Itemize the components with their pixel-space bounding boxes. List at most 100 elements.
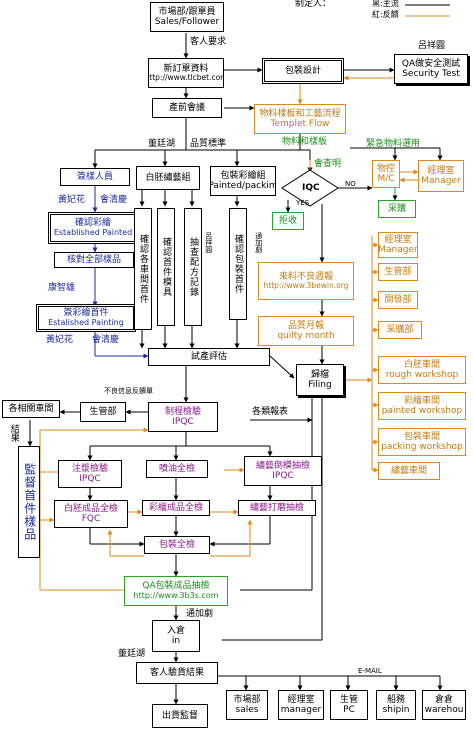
- package-paint-line-1: 包裝彩繪組: [220, 170, 266, 181]
- customer-result-label: 客人驗貨結果: [149, 667, 204, 678]
- embroidery-workshop-label: 繡藝車間: [390, 465, 427, 476]
- shipment-supervision-box: 出貨監督: [152, 704, 208, 728]
- paint-full-inspection-label: 彩繪成品全檢: [148, 502, 203, 513]
- white-blank-group-box: 白胚繡藝組: [136, 166, 200, 190]
- sign-paint-first-box: 簽彩繪首件 Estalished Painting: [36, 304, 136, 332]
- sales-line-2: Sales/Follower: [154, 17, 220, 27]
- package-full-inspection-label: 包裝全檢: [158, 539, 195, 550]
- bad-material-weekly-box: 來料不良週報 http://www.3bewin.org: [258, 262, 354, 300]
- reject-box: 拒收: [272, 212, 304, 230]
- quality-month-box: 品質月報 quilty month: [258, 316, 354, 346]
- package-paint-group-box: 包裝彩繪組 Painted/packim: [210, 166, 276, 196]
- quality-standard-label: 品質標準: [190, 139, 227, 149]
- manager-top-line-1: 經理室: [427, 165, 455, 176]
- dept-manager-box: 經理室 Manager: [378, 232, 418, 258]
- qa-package-sample-box: QA包裝成品抽檢 http://www.3b3s.com: [124, 576, 228, 606]
- dest-warehouse-box: 倉倉 warehou: [422, 690, 466, 720]
- warehouse-in-line-2: in: [171, 636, 181, 646]
- bad-material-line-1: 來料不良週報: [278, 271, 333, 282]
- notify-side-label: 通加劇: [254, 232, 263, 253]
- each-related-workshop-label: 各相關車間: [8, 403, 54, 414]
- shipment-supervision-label: 出貨監督: [161, 710, 198, 721]
- dept-purchase-label: 采購部: [386, 324, 414, 335]
- dest-shipping-line-2: shipin: [382, 705, 410, 715]
- qa-package-line-2: http://www.3b3s.com: [133, 590, 219, 600]
- check-pass-label: 會查明: [314, 159, 342, 169]
- template-flow-box: 物料樣板和工藝流程 Templet Flow: [254, 104, 346, 134]
- process-inspection-line-1: 制程檢驗: [164, 406, 201, 417]
- purchase-top-box: 采購: [378, 200, 416, 218]
- embroidery-polish-inspection-box: 繡藝打磨抽檢: [238, 500, 316, 516]
- injection-inspection-line-1: 注漿檢驗: [71, 463, 108, 474]
- dest-sales-box: 市場部 sales: [226, 690, 268, 720]
- confirm-paint-box: 確認彩繪 Established Painted: [48, 212, 138, 244]
- purchase-top-label: 采購: [387, 203, 406, 214]
- confirm-each-label: 確認各車間首件: [138, 234, 149, 304]
- iqc-no-label: NO: [345, 180, 356, 188]
- pre-meeting-label: 產前會議: [168, 102, 205, 113]
- dest-sales-line-1: 市場部: [233, 694, 261, 705]
- dest-warehouse-line-2: warehou: [424, 705, 464, 715]
- sign-paint-line-1: 簽彩繪首件: [63, 308, 109, 319]
- confirm-package-first-box: 確認包裝首件: [229, 208, 247, 320]
- new-order-line-1: 新訂單資料: [163, 63, 209, 74]
- monitor-first-sample-label: 監督首件樣品: [22, 463, 37, 541]
- quality-month-line-1: 品質月報: [287, 320, 324, 331]
- vertical-lu-xiang-yuan-label: 呂祥圓: [204, 232, 213, 253]
- dest-warehouse-line-1: 倉倉: [434, 694, 453, 705]
- embroidery-sample-inspection-box: 繡藝倒模抽檢 IPQC: [244, 456, 322, 486]
- each-report-label: 各類報表: [252, 407, 289, 417]
- bad-material-line-2: http://www.3bewin.org: [263, 280, 349, 290]
- dept-production-box: 生管部: [378, 263, 418, 281]
- rough-workshop-line-1: 白胚車間: [403, 359, 440, 370]
- dept-manager-line-1: 經理室: [384, 234, 412, 245]
- qa-test-line-2: Security Test: [402, 69, 460, 79]
- manager-top-box: 經理室 Manager: [418, 160, 464, 192]
- legend-red-feedback: 紅:反饋: [372, 10, 399, 19]
- notify-bottom-label: 通加劇: [186, 609, 214, 619]
- monitor-first-sample-box: 監督首件樣品: [18, 446, 40, 558]
- packing-workshop-line-1: 包裝車間: [403, 431, 440, 442]
- huang-fei-hua-2-label: 黃妃花: [46, 335, 74, 345]
- process-inspection-box: 制程檢驗 IPQC: [148, 402, 218, 432]
- filing-box: 歸檔 Filing: [296, 364, 344, 396]
- dept-painted-workshop-box: 彩繪車間 painted workshop: [378, 392, 466, 420]
- package-design-box: 包裝設計: [262, 58, 344, 84]
- dest-pc-box: 生管 PC: [330, 690, 368, 720]
- packing-workshop-line-2: packing workshop: [381, 442, 463, 452]
- dest-shipping-box: 船務 shipin: [376, 690, 416, 720]
- embroidery-polish-label: 繡藝打磨抽檢: [249, 502, 304, 513]
- customer-requirement-label: 客人要求: [190, 37, 227, 47]
- spray-full-inspection-box: 噴油全檢: [146, 460, 208, 478]
- confirm-first-mold-box: 確認首件模具: [157, 208, 175, 326]
- each-related-workshop-box: 各相關車間: [2, 400, 60, 418]
- dest-manager-line-1: 經理室: [287, 694, 315, 705]
- embroidery-inspection-line-2: IPQC: [272, 471, 294, 481]
- painted-workshop-line-2: painted workshop: [381, 406, 463, 416]
- hui-qing-qing-2-label: 會清慶: [92, 335, 120, 345]
- dept-manager-line-2: Manager: [378, 245, 418, 255]
- check-all-samples-label: 核對全部樣品: [66, 254, 121, 265]
- dest-sales-line-2: sales: [235, 705, 259, 715]
- dong-ting-hu-2-label: 董廷湖: [118, 649, 146, 659]
- dest-manager-line-2: manager: [280, 705, 322, 715]
- trial-eval-label: 試產評估: [190, 351, 227, 362]
- dong-ting-hu-label: 董廷湖: [148, 139, 176, 149]
- white-product-full-inspection-box: 白胚成品全檢 FQC: [54, 500, 128, 528]
- package-full-inspection-box: 包裝全檢: [144, 536, 210, 554]
- dest-pc-line-1: 生管: [339, 694, 358, 705]
- painted-workshop-line-1: 彩繪車間: [403, 395, 440, 406]
- white-blank-label: 白胚繡藝組: [145, 172, 191, 183]
- filing-line-2: Filing: [308, 380, 332, 390]
- white-full-inspection-line-1: 白胚成品全檢: [63, 503, 118, 514]
- process-inspection-line-2: IPQC: [172, 417, 194, 427]
- qa-test-line-1: QA做安全測試: [401, 58, 461, 69]
- legend-black-flow: 黑:主流: [372, 0, 399, 8]
- sampler-label: 簽樣人員: [76, 171, 113, 182]
- dept-development-label: 開發部: [384, 294, 412, 305]
- urgent-purchase-label: 緊急物料選用: [366, 139, 421, 149]
- paint-product-full-inspection-box: 彩繪成品全檢: [142, 500, 210, 516]
- dest-shipping-line-1: 船務: [386, 694, 405, 705]
